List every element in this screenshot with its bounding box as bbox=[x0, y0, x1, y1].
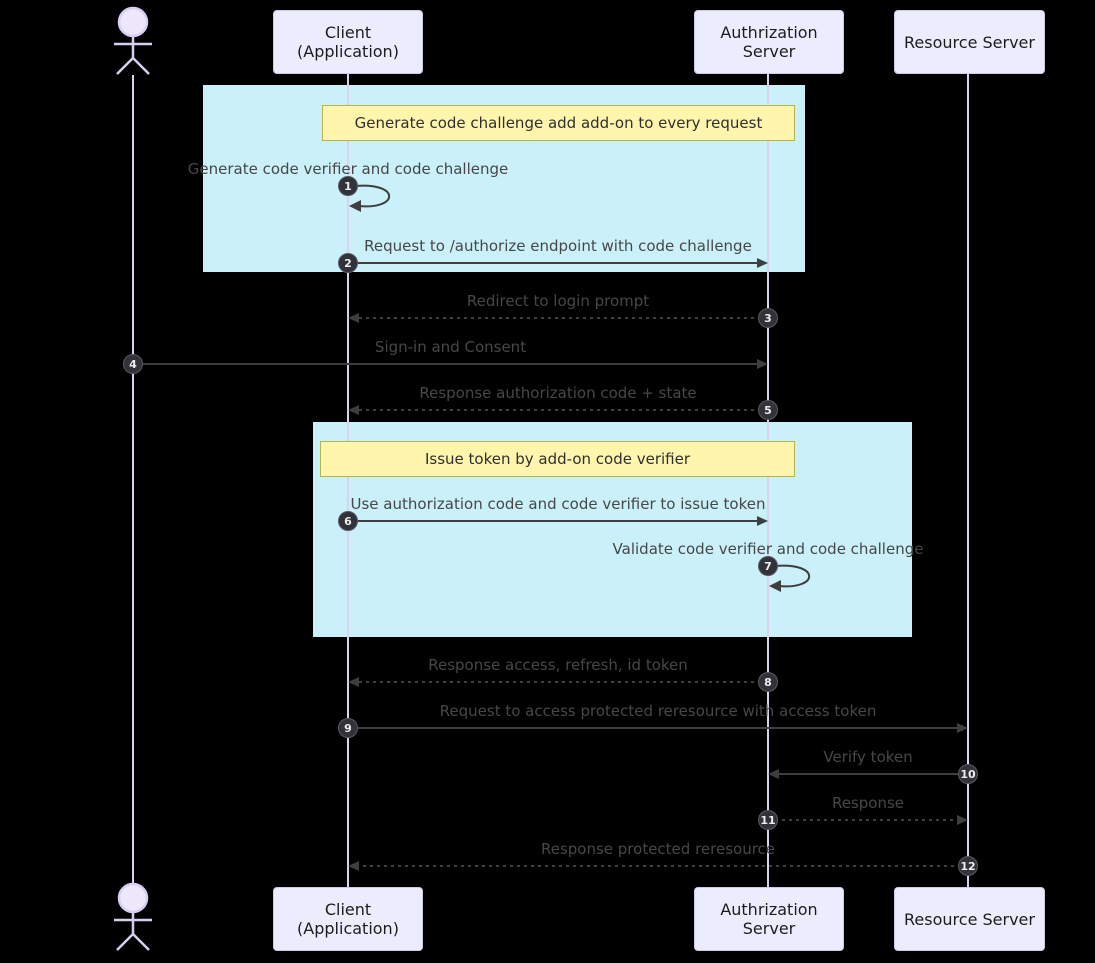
message-3-number-badge: 3 bbox=[758, 308, 778, 328]
participant-auth-server-top: Authrization Server bbox=[694, 10, 844, 74]
participant-resource-server-top: Resource Server bbox=[894, 10, 1045, 74]
message-8-label: Response access, refresh, id token bbox=[428, 656, 688, 674]
actor-user-top-icon bbox=[114, 6, 152, 75]
message-1-label: Generate code verifier and code challeng… bbox=[187, 160, 509, 178]
participant-auth-server-top-label: Authrization Server bbox=[720, 23, 818, 61]
message-2-label: Request to /authorize endpoint with code… bbox=[364, 237, 752, 255]
arrowhead bbox=[348, 677, 359, 687]
participant-resource-server-top-label: Resource Server bbox=[904, 32, 1035, 52]
message-6-number-badge: 6 bbox=[338, 511, 358, 531]
message-6-label: Use authorization code and code verifier… bbox=[350, 495, 766, 513]
message-2-number-badge: 2 bbox=[338, 253, 358, 273]
message-4-number-badge: 4 bbox=[123, 354, 143, 374]
actor-user-bottom-icon bbox=[114, 882, 152, 951]
message-5-number-badge: 5 bbox=[758, 400, 778, 420]
lifeline-resource-server bbox=[967, 74, 969, 887]
lifeline-client bbox=[347, 74, 349, 887]
message-1-number-badge: 1 bbox=[338, 176, 358, 196]
message-11-number-badge: 11 bbox=[758, 810, 778, 830]
participant-resource-server-bottom: Resource Server bbox=[894, 887, 1045, 951]
arrowhead bbox=[348, 313, 359, 323]
message-12-label: Response protected reresource bbox=[540, 840, 776, 858]
message-4-label: Sign-in and Consent bbox=[374, 338, 527, 356]
message-10-label: Verify token bbox=[823, 748, 913, 766]
participant-client-bottom: Client (Application) bbox=[273, 887, 423, 951]
message-10-number-badge: 10 bbox=[958, 764, 978, 784]
lifeline-user bbox=[132, 75, 134, 884]
participant-auth-server-bottom: Authrization Server bbox=[694, 887, 844, 951]
lifeline-auth-server bbox=[767, 74, 769, 887]
message-9-number-badge: 9 bbox=[338, 718, 358, 738]
participant-auth-server-bottom-label: Authrization Server bbox=[720, 900, 818, 938]
participant-client-bottom-label: Client (Application) bbox=[297, 900, 399, 938]
participant-client-top: Client (Application) bbox=[273, 10, 423, 74]
message-8-number-badge: 8 bbox=[758, 672, 778, 692]
participant-client-top-label: Client (Application) bbox=[297, 23, 399, 61]
participant-resource-server-bottom-label: Resource Server bbox=[904, 909, 1035, 929]
arrowhead bbox=[768, 769, 779, 779]
note-generate-code-challenge: Generate code challenge add add-on to ev… bbox=[322, 105, 795, 141]
arrowhead bbox=[348, 861, 359, 871]
message-7-number-badge: 7 bbox=[758, 556, 778, 576]
message-11-label: Response bbox=[831, 794, 905, 812]
note-issue-token: Issue token by add-on code verifier bbox=[320, 441, 795, 477]
arrowhead bbox=[348, 405, 359, 415]
message-9-label: Request to access protected reresource w… bbox=[439, 702, 877, 720]
message-3-label: Redirect to login prompt bbox=[466, 292, 650, 310]
message-5-label: Response authorization code + state bbox=[419, 384, 697, 402]
message-7-label: Validate code verifier and code challeng… bbox=[612, 540, 924, 558]
note-generate-code-challenge-text: Generate code challenge add add-on to ev… bbox=[354, 114, 763, 132]
note-issue-token-text: Issue token by add-on code verifier bbox=[424, 450, 691, 468]
message-12-number-badge: 12 bbox=[958, 856, 978, 876]
